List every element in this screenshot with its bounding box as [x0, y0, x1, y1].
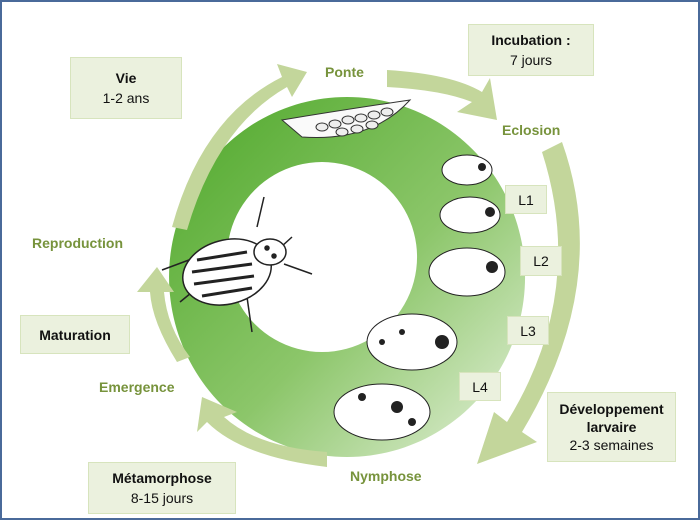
arrow-maturation — [137, 267, 190, 362]
arrow-reproduction-ponte — [172, 64, 307, 230]
box-metamorphose: Métamorphose 8-15 jours — [88, 462, 236, 514]
developpement-detail: 2-3 semaines — [569, 437, 654, 453]
larva-l1-a — [441, 154, 493, 186]
stage-reproduction: Reproduction — [32, 235, 123, 251]
arrow-larval — [477, 142, 580, 464]
larvae — [333, 154, 506, 441]
box-maturation: Maturation — [20, 315, 130, 354]
stage-eclosion: Eclosion — [502, 122, 561, 138]
box-vie: Vie 1-2 ans — [70, 57, 182, 119]
adult-beetle — [161, 196, 313, 333]
box-incubation: Incubation : 7 jours — [468, 24, 594, 76]
stage-emergence: Emergence — [99, 379, 175, 395]
l4-label: L4 — [472, 378, 488, 395]
developpement-title: Développement — [559, 401, 664, 417]
l2-label: L2 — [533, 253, 549, 269]
larva-l2 — [428, 247, 506, 297]
vie-title: Vie — [115, 70, 137, 86]
metamorphose-title: Métamorphose — [112, 470, 212, 486]
incubation-detail: 7 jours — [509, 52, 553, 68]
larval-stage-l4: L4 — [459, 372, 501, 401]
larval-stage-l1: L1 — [505, 185, 547, 214]
larva-l3 — [366, 313, 458, 371]
green-ring — [169, 97, 526, 457]
pupa — [333, 383, 431, 441]
arrow-ponte-eclosion — [387, 70, 497, 120]
larval-stage-l2: L2 — [520, 246, 562, 276]
stage-ponte: Ponte — [325, 64, 364, 80]
developpement-title-2: larvaire — [586, 419, 637, 435]
larval-stage-l3: L3 — [507, 316, 549, 345]
incubation-title: Incubation : — [491, 32, 571, 48]
box-developpement: Développement larvaire 2-3 semaines — [547, 392, 676, 462]
l3-label: L3 — [520, 322, 536, 339]
maturation-title: Maturation — [39, 326, 111, 343]
egg-cluster — [280, 99, 412, 139]
l1-label: L1 — [518, 191, 534, 208]
metamorphose-detail: 8-15 jours — [130, 490, 194, 506]
larva-l1-b — [439, 196, 501, 234]
vie-detail: 1-2 ans — [102, 90, 150, 106]
cycle-arrows — [137, 64, 580, 467]
arrow-nymphose-emergence — [197, 397, 327, 467]
stage-nymphose: Nymphose — [350, 468, 422, 484]
